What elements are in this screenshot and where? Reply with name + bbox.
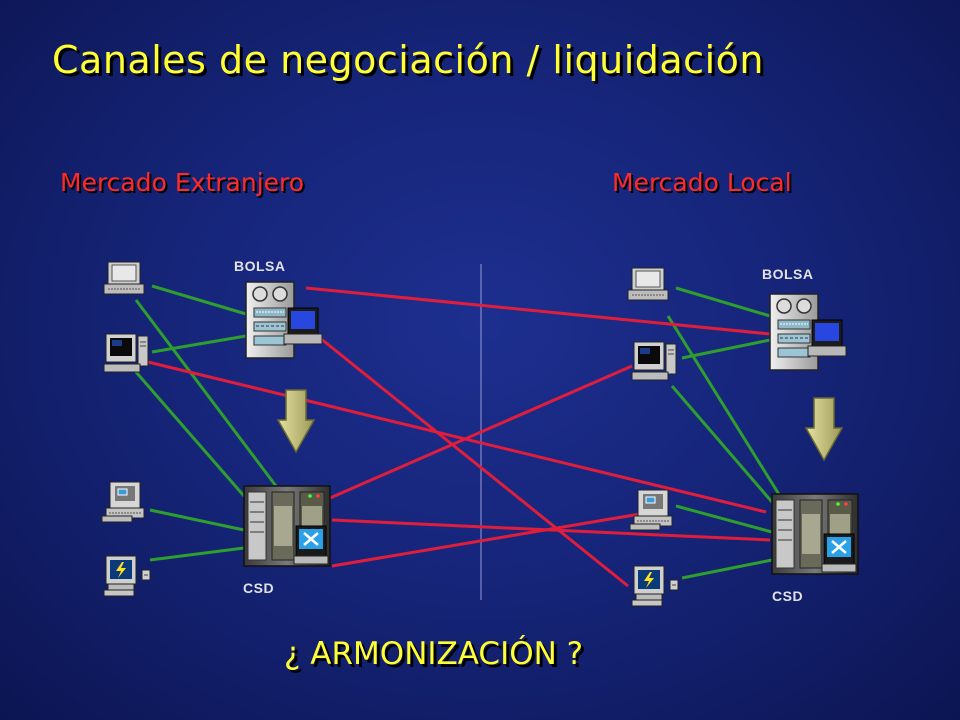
green-links-foreign <box>134 284 278 562</box>
terminal-icon <box>101 481 145 523</box>
down-arrow-icon <box>805 397 843 461</box>
red-cross-links <box>147 286 771 588</box>
csd-mainframe-icon <box>770 492 860 576</box>
exchange-server-icon <box>769 293 847 371</box>
exchange-server-icon <box>245 281 323 359</box>
heading-foreign-market: Mercado Extranjero <box>60 168 305 197</box>
green-links-local <box>666 286 782 580</box>
workstation-icon <box>631 565 679 607</box>
desktop-icon <box>631 341 677 381</box>
csd-label-foreign: CSD <box>243 580 275 596</box>
terminal-icon <box>629 489 673 531</box>
desktop-icon <box>103 333 149 373</box>
exchange-label-local: BOLSA <box>762 266 814 282</box>
laptop-icon <box>627 267 669 301</box>
slide-title: Canales de negociación / liquidación <box>52 38 764 82</box>
laptop-icon <box>103 261 145 295</box>
workstation-icon <box>103 555 151 597</box>
heading-local-market: Mercado Local <box>612 168 792 197</box>
csd-mainframe-icon <box>242 484 332 568</box>
down-arrow-icon <box>277 389 315 453</box>
exchange-label-foreign: BOLSA <box>234 258 286 274</box>
csd-label-local: CSD <box>772 588 804 604</box>
harmonization-question: ¿ ARMONIZACIÓN ? <box>284 636 584 672</box>
